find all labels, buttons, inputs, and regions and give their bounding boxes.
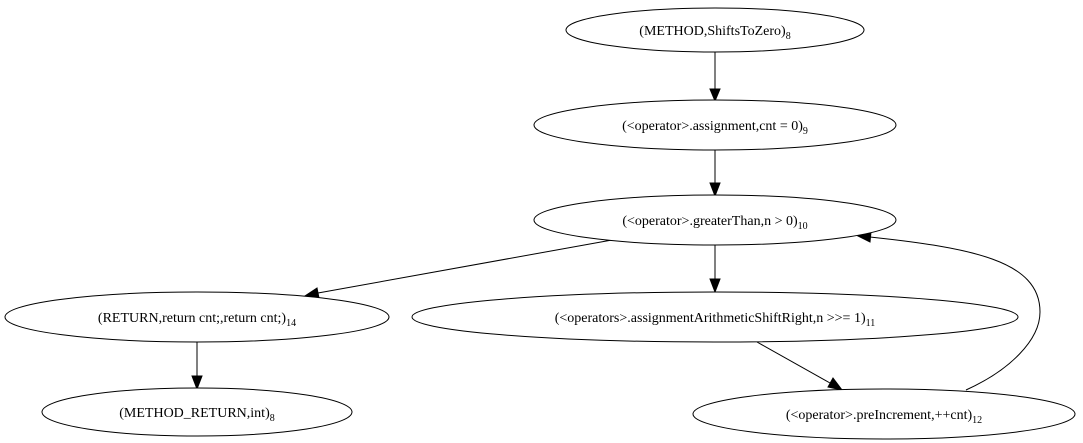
node-method-return-label: (METHOD_RETURN,int) [119, 406, 270, 421]
node-return: (RETURN,return cnt;,return cnt;)14 [4, 291, 390, 343]
edge-method-to-assign-arrowhead [709, 88, 721, 103]
edge-return-to-method-return-arrowhead [191, 375, 203, 391]
node-preinc-label: (<operator>.preIncrement,++cnt) [786, 408, 973, 423]
edge-greater-to-shift-arrowhead [709, 278, 721, 294]
node-shift-shape [411, 291, 1019, 343]
node-preinc-shape [692, 388, 1076, 440]
svg-text:(<operators>.assignmentArithme: (<operators>.assignmentArithmeticShiftRi… [555, 311, 876, 329]
node-preinc: (<operator>.preIncrement,++cnt)12 [692, 388, 1076, 440]
svg-text:(METHOD_RETURN,int)8: (METHOD_RETURN,int)8 [119, 406, 275, 424]
node-method-subscript: 8 [786, 31, 791, 42]
node-method-label: (METHOD,ShiftsToZero) [639, 24, 786, 39]
node-return-subscript: 14 [286, 318, 296, 329]
edge-greater-to-return [317, 239, 613, 294]
node-greater-label: (<operator>.greaterThan,n > 0) [622, 214, 798, 229]
node-return-label: (RETURN,return cnt;,return cnt;) [98, 311, 287, 326]
node-greater-shape [533, 194, 897, 246]
edge-assign-to-greater-arrowhead [709, 182, 721, 198]
edge-preinc-to-greater [869, 236, 1041, 391]
node-method-return: (METHOD_RETURN,int)8 [41, 387, 353, 437]
node-method-return-shape [41, 387, 353, 437]
node-greater-subscript: 10 [798, 221, 808, 232]
node-assign-shape [533, 99, 897, 151]
node-method: (METHOD,ShiftsToZero)8 [565, 7, 865, 53]
edges [191, 52, 1041, 391]
node-shift-label: (<operators>.assignmentArithmeticShiftRi… [555, 311, 866, 326]
node-return-shape [4, 291, 390, 343]
node-shift-subscript: 11 [866, 318, 876, 329]
svg-text:(RETURN,return cnt;,return cnt: (RETURN,return cnt;,return cnt;)14 [98, 311, 296, 329]
node-greater: (<operator>.greaterThan,n > 0)10 [533, 194, 897, 246]
node-shift: (<operators>.assignmentArithmeticShiftRi… [411, 291, 1019, 343]
svg-text:(<operator>.assignment,cnt = 0: (<operator>.assignment,cnt = 0)9 [622, 119, 808, 137]
node-method-return-subscript: 8 [270, 413, 275, 424]
node-assign: (<operator>.assignment,cnt = 0)9 [533, 99, 897, 151]
edge-shift-to-preinc [756, 341, 831, 384]
svg-text:(<operator>.greaterThan,n > 0): (<operator>.greaterThan,n > 0)10 [622, 214, 807, 232]
svg-text:(<operator>.preIncrement,++cnt: (<operator>.preIncrement,++cnt)12 [786, 408, 982, 426]
node-assign-subscript: 9 [803, 126, 808, 137]
svg-text:(METHOD,ShiftsToZero)8: (METHOD,ShiftsToZero)8 [639, 24, 790, 42]
edge-shift-to-preinc-arrowhead [827, 377, 844, 391]
node-method-shape [565, 7, 865, 53]
node-assign-label: (<operator>.assignment,cnt = 0) [622, 119, 803, 134]
node-preinc-subscript: 12 [972, 415, 982, 426]
